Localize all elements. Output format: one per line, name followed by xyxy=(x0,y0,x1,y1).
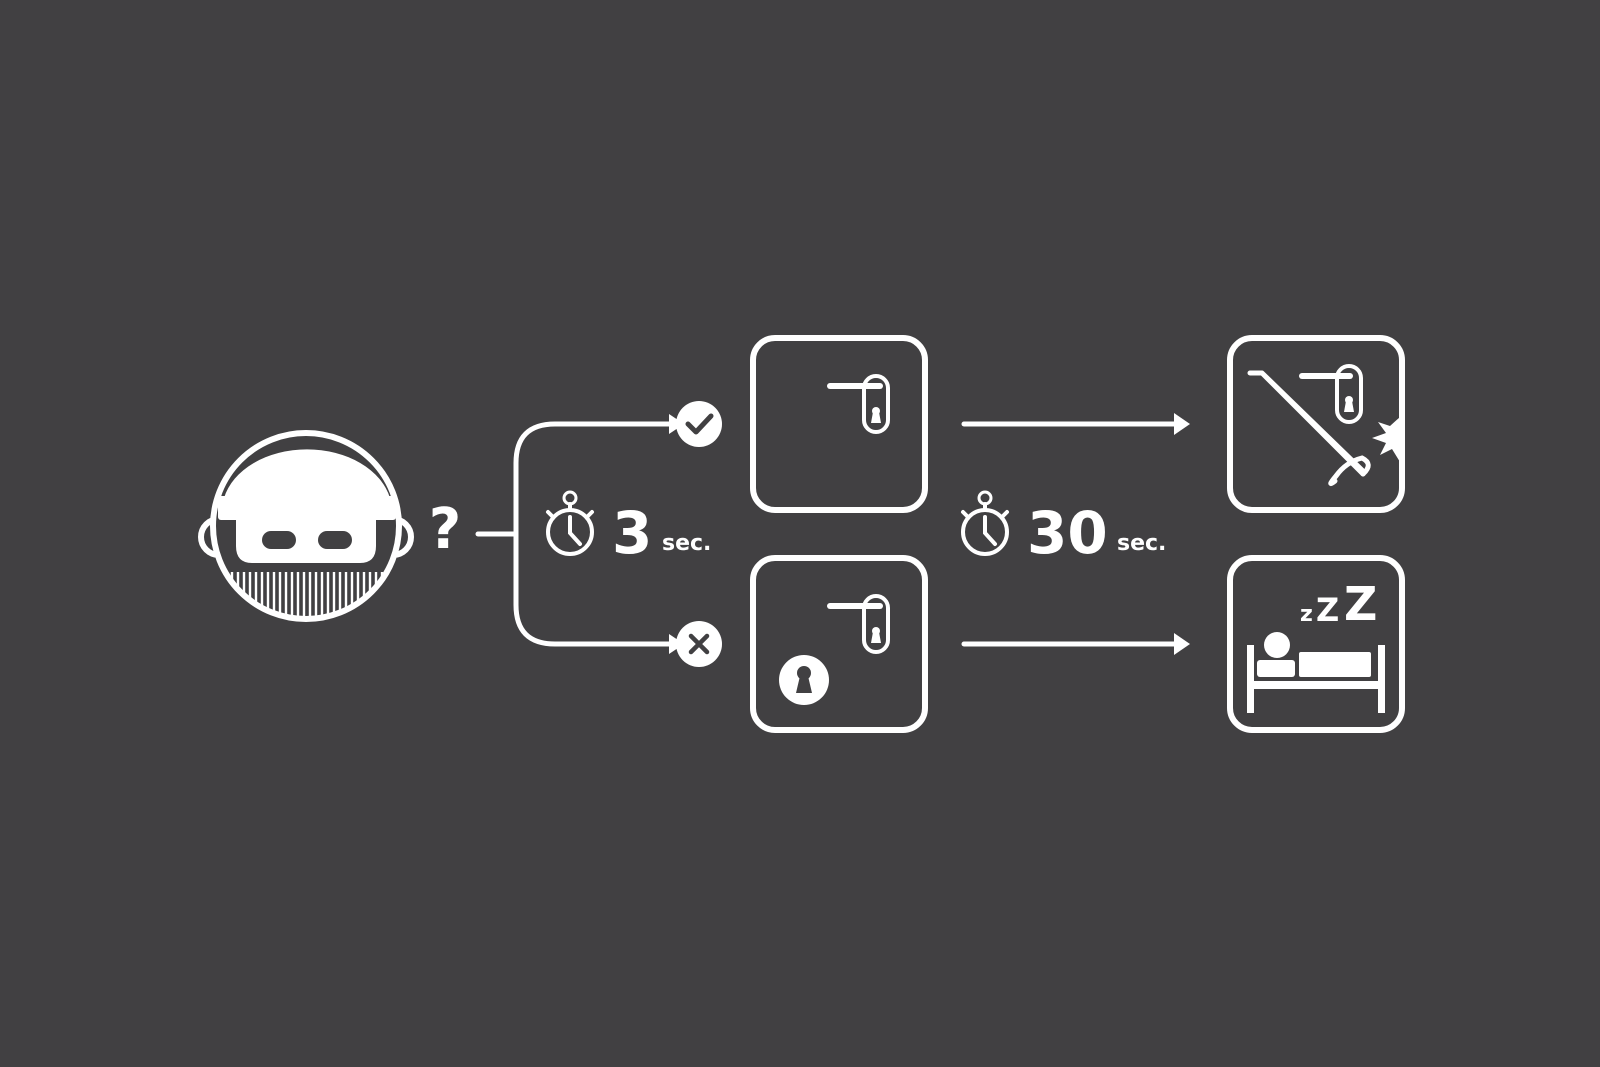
keyhole-lock-icon xyxy=(779,655,829,705)
sleep-z-small: z xyxy=(1300,602,1313,627)
sleeping-in-bed-icon xyxy=(1247,632,1385,713)
stopwatch-icon xyxy=(961,490,1009,556)
sleep-z-medium: Z xyxy=(1316,591,1339,629)
question-mark: ? xyxy=(429,497,461,562)
arrow-to-break-in xyxy=(961,413,1190,435)
timer-unit-3: sec. xyxy=(662,531,711,556)
result-box-break-in xyxy=(1227,335,1405,513)
stopwatch-icon xyxy=(546,490,594,556)
timer-value-30: 30 xyxy=(1027,499,1108,567)
result-box-sleep: z Z Z xyxy=(1227,555,1405,733)
locked-door-handle-icon xyxy=(827,594,890,654)
arrow-to-sleep xyxy=(961,633,1190,655)
timer-value-3: 3 xyxy=(612,499,652,567)
timer-unit-30: sec. xyxy=(1117,531,1166,556)
door-handle-icon xyxy=(827,374,890,434)
sleep-z-large: Z xyxy=(1344,577,1377,631)
branch-connector xyxy=(475,421,676,647)
check-icon xyxy=(676,401,722,447)
burglar-icon xyxy=(198,430,414,622)
door-breaking-open-icon xyxy=(1247,364,1400,487)
door-box-success xyxy=(750,335,928,513)
door-box-failure xyxy=(750,555,928,733)
cross-icon xyxy=(676,621,722,667)
